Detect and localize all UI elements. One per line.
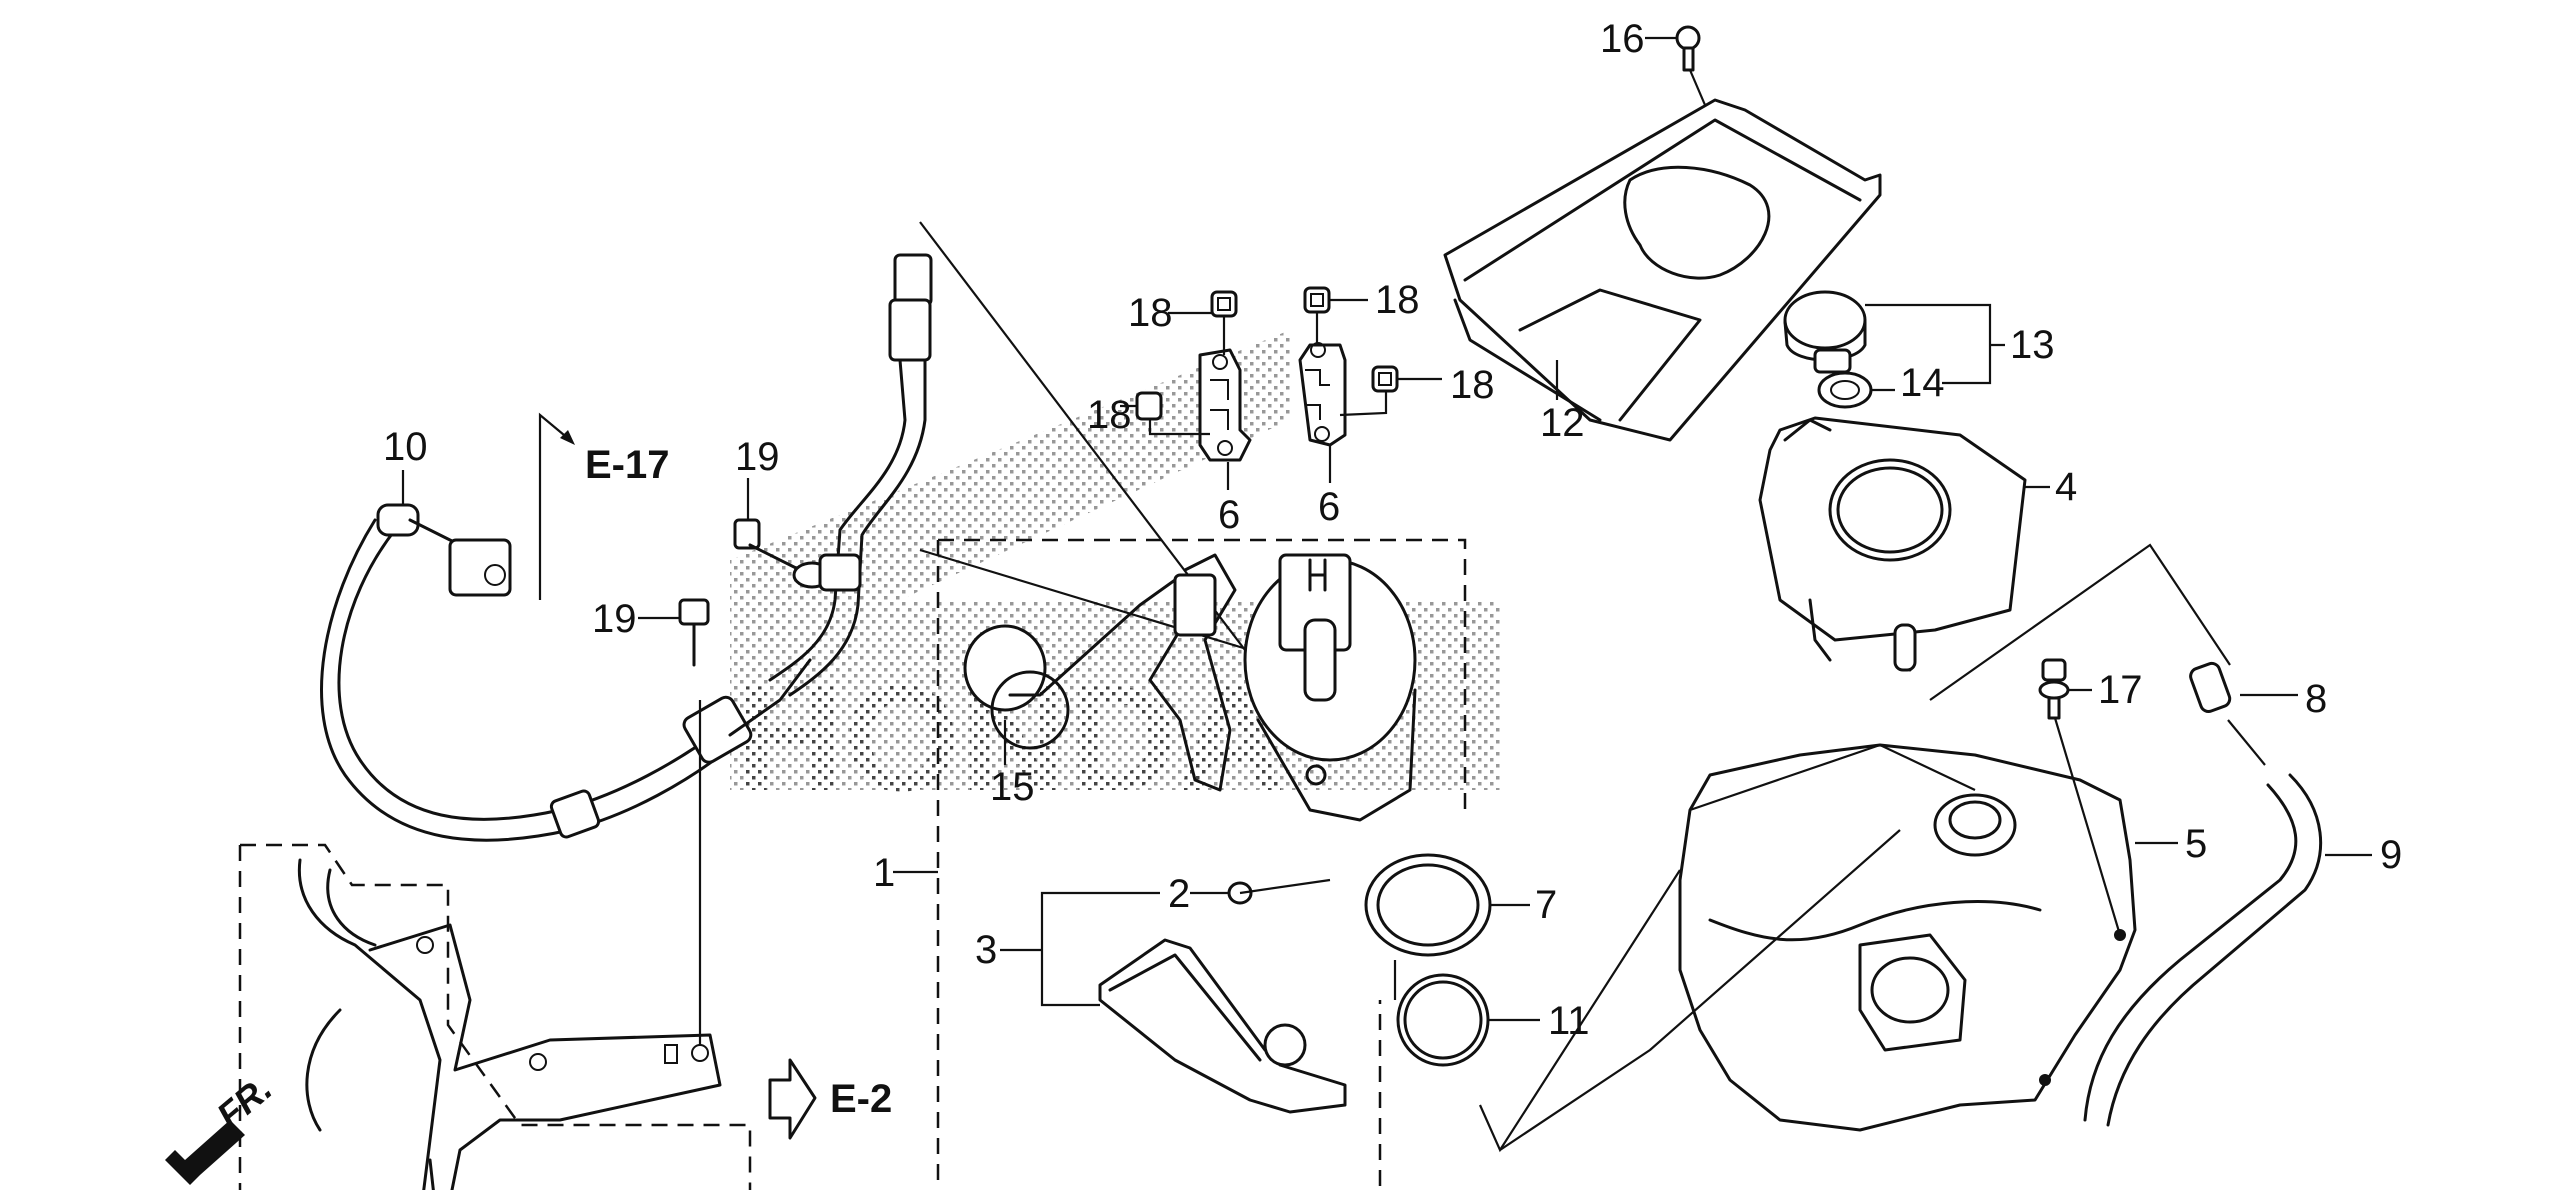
leader-lines (1239, 543, 2231, 1153)
part-fuel-level-sensor-15[interactable] (963, 553, 1237, 792)
callout-18-a-label: 18 (1128, 291, 1173, 335)
callout-17-label: 16 (1600, 17, 1645, 61)
part-nut-18-d[interactable] (1371, 365, 1399, 393)
callout-6-left-label: 6 (1218, 493, 1240, 537)
front-direction-arrow-icon (165, 1120, 245, 1185)
callout-4[interactable]: 4 (2025, 465, 2077, 509)
callout-3-label: 3 (975, 928, 997, 972)
callout-3[interactable]: 3 (975, 891, 1160, 1007)
part-filler-cover-4[interactable] (1758, 416, 2027, 672)
part-seal-ring-7[interactable] (1364, 853, 1492, 957)
callout-6-right[interactable]: 6 (1318, 445, 1340, 529)
callout-5-label: 5 (2185, 822, 2207, 866)
callout-10[interactable]: 10 (383, 425, 428, 505)
part-fuel-feed-line (768, 253, 933, 697)
reference-e17-label: E-17 (585, 443, 670, 487)
callout-19-lower[interactable]: 19 (592, 597, 680, 641)
callout-13[interactable]: 13 (1865, 303, 2055, 385)
callout-6-right-label: 6 (1318, 485, 1340, 529)
reference-e2[interactable]: E-2 (768, 1058, 892, 1140)
callout-14[interactable]: 14 (1871, 361, 1945, 405)
callout-6-left[interactable]: 6 (1218, 462, 1240, 537)
callout-18-b-label: 18 (1375, 278, 1420, 322)
callout-16[interactable]: 17 (2068, 668, 2143, 712)
callout-15[interactable]: 15 (990, 720, 1035, 809)
callout-15-label: 15 (990, 765, 1035, 809)
part-screw-17[interactable] (1675, 25, 1707, 106)
callout-17[interactable]: 16 (1600, 17, 1677, 61)
callout-4-label: 4 (2055, 465, 2077, 509)
reference-e17[interactable]: E-17 (538, 412, 670, 600)
part-tray-12[interactable] (1443, 98, 1882, 442)
callout-8-label: 8 (2305, 677, 2327, 721)
part-bracket-assembly (238, 700, 752, 1190)
callout-18-c[interactable]: 18 (1087, 393, 1210, 437)
callout-19-lower-label: 19 (592, 597, 637, 641)
part-fuel-tank-5[interactable] (1678, 743, 2137, 1132)
part-bracket-6-left[interactable] (1198, 348, 1252, 462)
callout-5[interactable]: 5 (2135, 822, 2207, 866)
part-bolt-19-lower[interactable] (678, 598, 710, 667)
callout-9[interactable]: 9 (2325, 833, 2402, 877)
callout-11[interactable]: 11 (1488, 999, 1590, 1043)
callout-2[interactable]: 2 (1168, 872, 1228, 916)
part-o-ring-11[interactable] (1396, 973, 1490, 1067)
callout-10-label: 10 (383, 425, 428, 469)
callout-13-label: 13 (2010, 323, 2055, 367)
callout-14-label: 14 (1900, 361, 1945, 405)
part-fuel-pump-body (1243, 553, 1417, 822)
callout-2-label: 2 (1168, 872, 1190, 916)
part-breather-hose-9[interactable] (2083, 773, 2323, 1127)
callout-8[interactable]: 8 (2240, 677, 2327, 721)
part-nut-18-a[interactable] (1210, 290, 1238, 318)
callout-1[interactable]: 1 (873, 851, 938, 895)
front-direction-label: FR. (209, 1067, 280, 1136)
part-fuel-strainer-3[interactable] (1098, 938, 1347, 1114)
callout-9-label: 9 (2380, 833, 2402, 877)
callout-12-label: 12 (1540, 401, 1585, 445)
callout-18-a[interactable]: 18 (1128, 291, 1226, 355)
part-nut-18-b[interactable] (1303, 286, 1331, 314)
callout-19-upper-label: 19 (735, 435, 780, 479)
front-direction-marker: FR. (165, 1067, 280, 1185)
callout-18-d[interactable]: 18 (1339, 363, 1495, 417)
part-gasket-14[interactable] (1817, 371, 1873, 409)
reference-e2-label: E-2 (830, 1077, 892, 1121)
callout-12[interactable]: 12 (1540, 360, 1585, 445)
callout-16-label: 17 (2098, 668, 2143, 712)
part-bracket-6-right[interactable] (1298, 342, 1347, 447)
callout-19-upper[interactable]: 19 (735, 435, 780, 520)
callout-18-c-label: 18 (1087, 393, 1132, 437)
part-fuel-cap-13[interactable] (1783, 290, 1867, 374)
part-hose-joint-8[interactable] (2188, 661, 2266, 766)
callout-7[interactable]: 7 (1490, 883, 1557, 927)
callout-7-label: 7 (1535, 883, 1557, 927)
callout-11-label: 11 (1548, 999, 1590, 1043)
callout-1-label: 1 (873, 851, 895, 895)
callout-18-b[interactable]: 18 (1315, 278, 1420, 345)
part-nut-18-c[interactable] (1135, 391, 1163, 421)
callout-18-d-label: 18 (1450, 363, 1495, 407)
